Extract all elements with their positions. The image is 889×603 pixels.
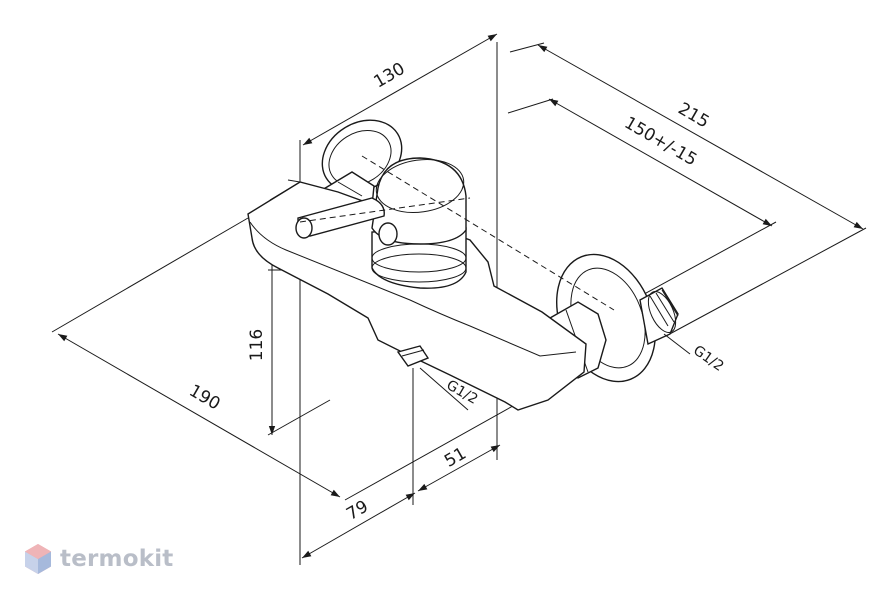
dimension-lines <box>57 33 864 559</box>
dim-line-130 <box>302 33 498 146</box>
dim-line-215 <box>537 44 864 230</box>
dim-line-150 <box>548 98 773 227</box>
hexagon-icon <box>25 544 51 574</box>
dim-line-51 <box>417 444 501 492</box>
mixer-body <box>247 181 587 411</box>
right-inlet-thread <box>639 287 679 346</box>
lever-knob <box>371 157 467 245</box>
brand-logo: termokit <box>24 541 173 577</box>
brand-name: termokit <box>60 546 174 572</box>
dim-line-190 <box>57 333 341 498</box>
center-lines <box>299 155 615 311</box>
dim-label-51: 51 <box>441 444 470 472</box>
dim-line-79 <box>301 492 416 559</box>
bottom-outlet <box>396 345 430 367</box>
dim-label-215: 215 <box>674 99 712 133</box>
thread-leaders <box>419 333 691 411</box>
lever-handle <box>295 197 398 246</box>
dim-label-116: 116 <box>247 329 267 361</box>
mixer-drawing <box>247 119 679 411</box>
thread-label-inlet: G1/2 <box>690 343 727 375</box>
dim-label-190: 190 <box>185 381 223 415</box>
